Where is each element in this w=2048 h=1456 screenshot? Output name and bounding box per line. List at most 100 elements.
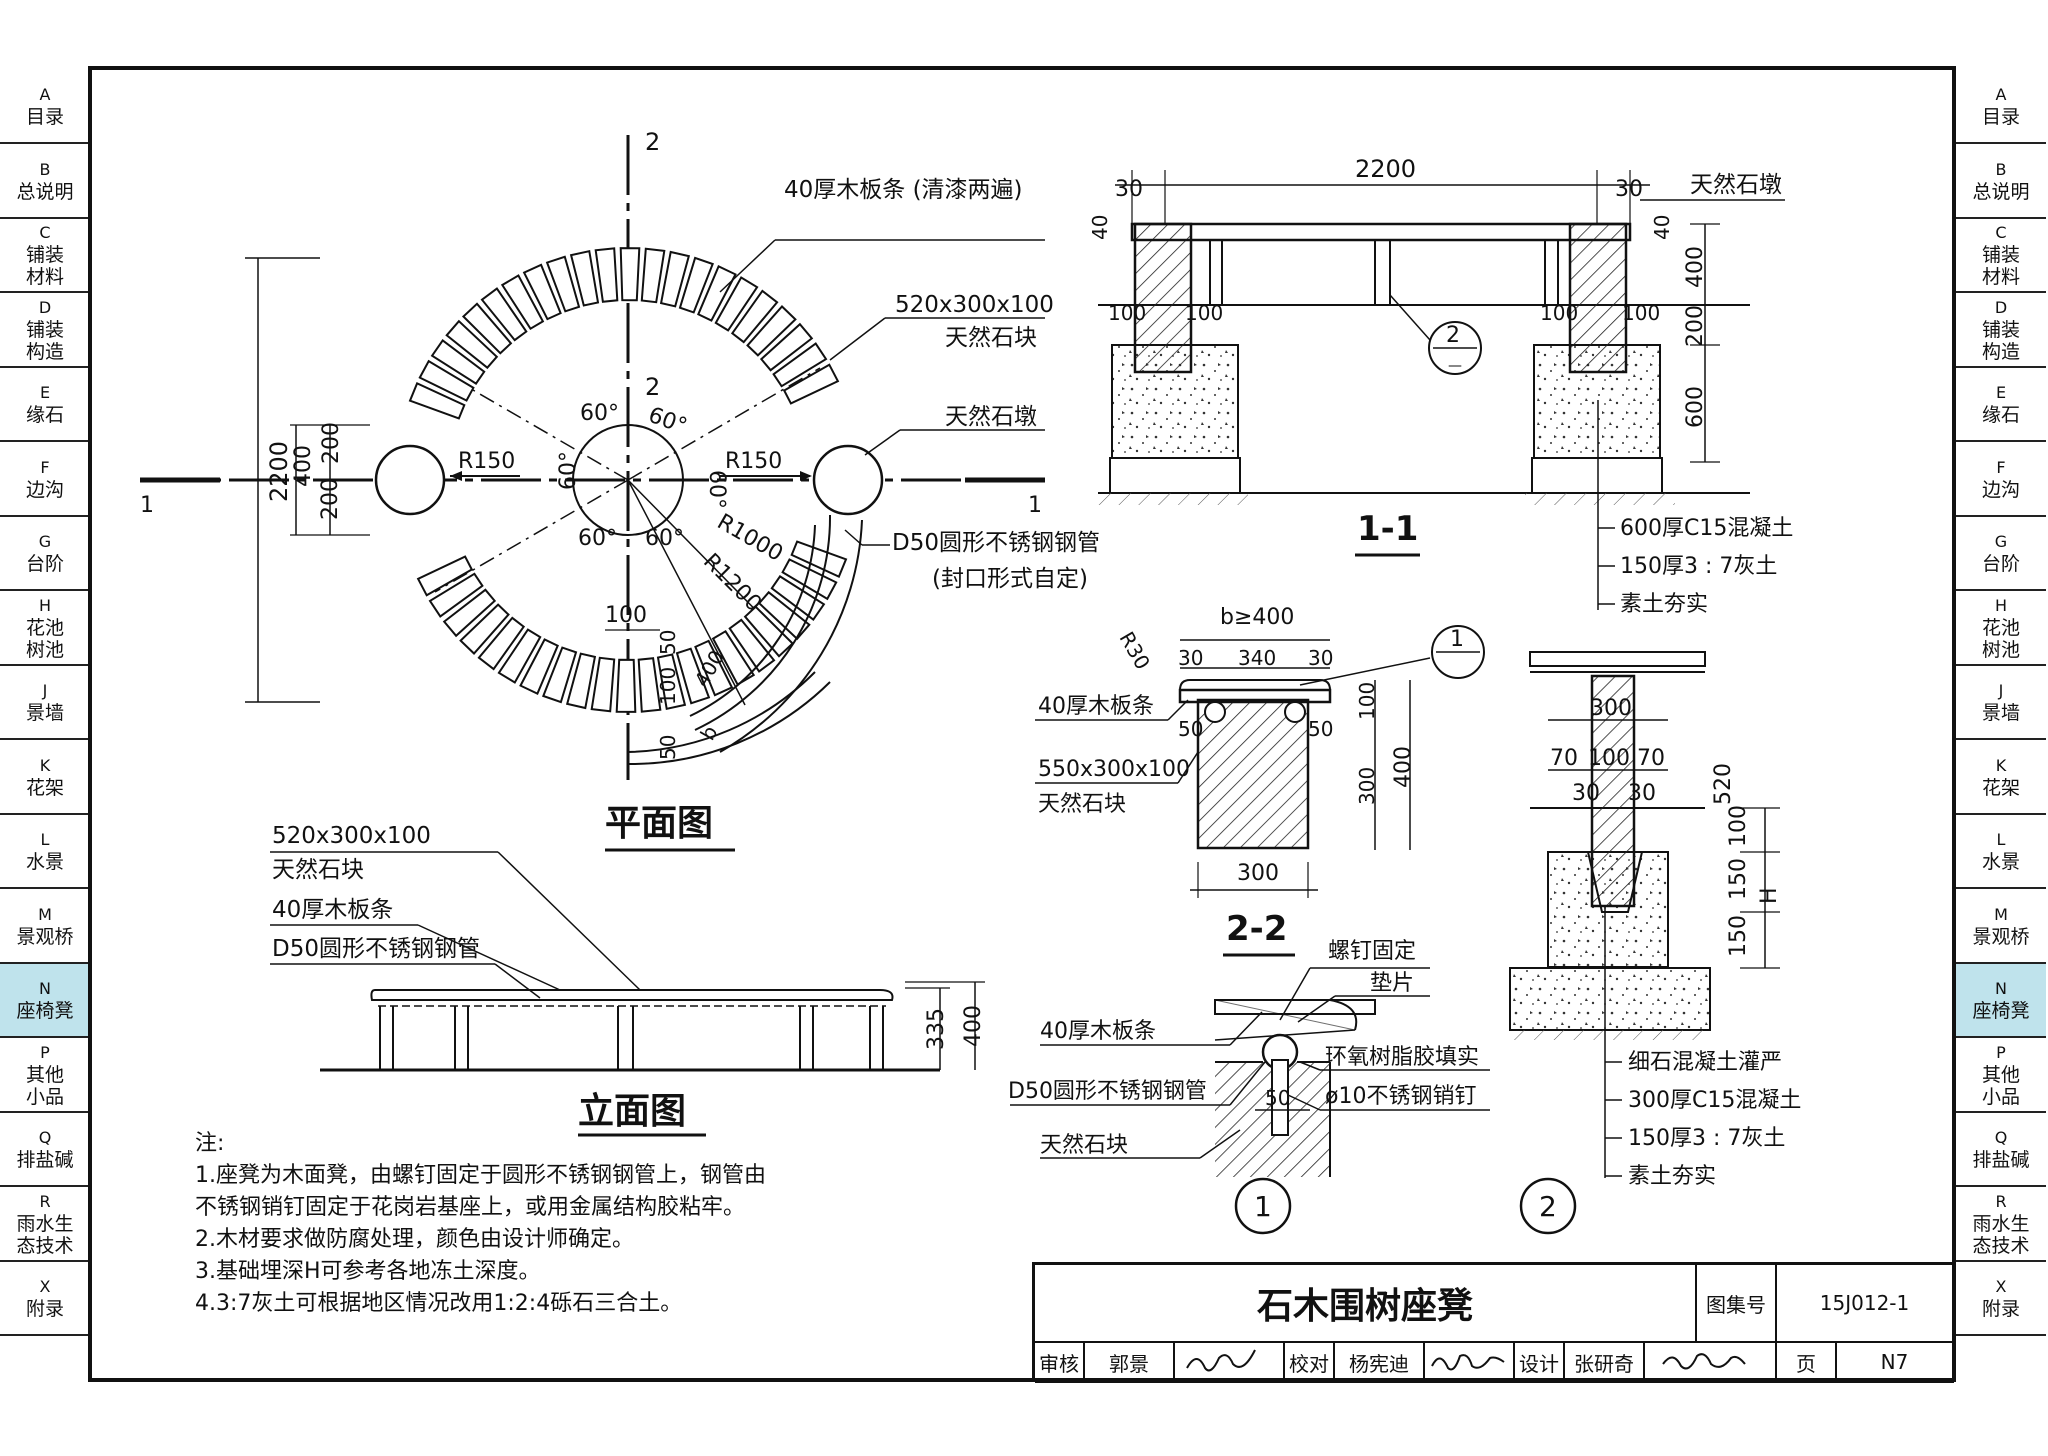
dim-2200: 2200 [265, 441, 293, 502]
wood-slat [656, 653, 687, 710]
wood-slat [569, 250, 600, 307]
review-signature [1175, 1343, 1285, 1383]
detail-2: 300 70 100 70 30 30 520 100 150 150 H 细石… [1509, 651, 1801, 1235]
notes-heading: 注: [195, 1131, 225, 1156]
wood-slat [730, 289, 779, 344]
sidebar-tab-code: F [1996, 457, 2006, 477]
sidebar-tab-label: 边沟 [25, 478, 64, 501]
note-line: 4.3:7灰土可根据地区情况改用1:2:4砾石三合土。 [195, 1291, 683, 1316]
sidebar-tab-label: 花架 [25, 776, 64, 799]
wood-slat [659, 250, 691, 308]
sidebar-tab-code: B [1995, 159, 2007, 179]
wood-slat [594, 247, 619, 303]
detail-1-marker [1234, 1177, 1292, 1235]
sidebar-tab-code: K [1995, 755, 2007, 775]
s11-dim-2200: 2200 [1355, 155, 1416, 183]
sidebar-tab-label: 总说明 [1972, 180, 2030, 203]
sidebar-tab-code: D [38, 297, 52, 317]
stone-pier-right [812, 444, 884, 516]
sidebar-tab-code: B [39, 159, 51, 179]
sidebar-tab-code: R [1995, 1191, 2007, 1211]
note-line: 1.座凳为木面凳，由螺钉固定于圆形不锈钢钢管上，钢管由 [195, 1163, 766, 1188]
design-label: 设计 [1515, 1343, 1565, 1383]
sidebar-tab-label: 铺装 构造 [25, 318, 64, 363]
sidebar-tab-code: C [39, 223, 51, 242]
design-signature [1645, 1343, 1777, 1383]
cut-label-2-mid: 2 [645, 373, 660, 401]
d2-dim-300: 300 [1590, 696, 1632, 721]
s22-dim-100: 100 [1355, 682, 1379, 720]
note-line: 2.木材要求做防腐处理，颜色由设计师确定。 [195, 1227, 634, 1252]
sidebar-tab-label: 总说明 [16, 180, 74, 203]
elevation-title: 立面图 [578, 1091, 686, 1132]
wood-slat [772, 342, 828, 388]
d2-layer0: 细石混凝土灌严 [1628, 1050, 1782, 1075]
sidebar-tab-label: 雨水生 态技术 [1972, 1212, 2030, 1257]
wood-slat [714, 276, 759, 332]
d1-label-stone: 天然石块 [1040, 1133, 1128, 1158]
angle-label: 60° [556, 451, 581, 490]
wood-slat [519, 638, 559, 695]
angle-label: 60° [645, 526, 684, 551]
sidebar-tab-code: J [42, 681, 48, 700]
s11-dim-200: 200 [1683, 305, 1708, 347]
s11-callout: 2 [1446, 323, 1460, 348]
wood-slat [615, 658, 637, 713]
s22-dim-30a: 30 [1178, 646, 1203, 670]
sidebar-tab-label: 其他 小品 [1981, 1063, 2020, 1108]
page-label: 页 [1777, 1343, 1837, 1383]
sidebar-tab-code: G [1994, 532, 2008, 551]
d1-dim-50: 50 [1265, 1086, 1290, 1110]
wood-slat [640, 247, 666, 304]
sidebar-tab-label: 雨水生 态技术 [16, 1212, 74, 1257]
detail-1-number: 1 [1254, 1190, 1272, 1223]
wood-slat [461, 302, 513, 355]
sidebar-tab-code: E [39, 383, 51, 402]
elev-label-stone-size: 520x300x100 [272, 823, 431, 849]
wood-slat [418, 359, 475, 402]
sidebar-tab-code: X [39, 1277, 51, 1296]
d1-label-wood: 40厚木板条 [1040, 1019, 1156, 1044]
sidebar-tab-code: H [38, 595, 52, 615]
sidebar-tab-label: 排盐碱 [1972, 1149, 2030, 1171]
s22-dim-300v: 300 [1355, 767, 1379, 805]
sidebar-tab-label: 排盐碱 [16, 1149, 74, 1171]
d1-label-screw: 螺钉固定 [1328, 939, 1416, 964]
plan-label-stone: 天然石块 [945, 325, 1037, 351]
